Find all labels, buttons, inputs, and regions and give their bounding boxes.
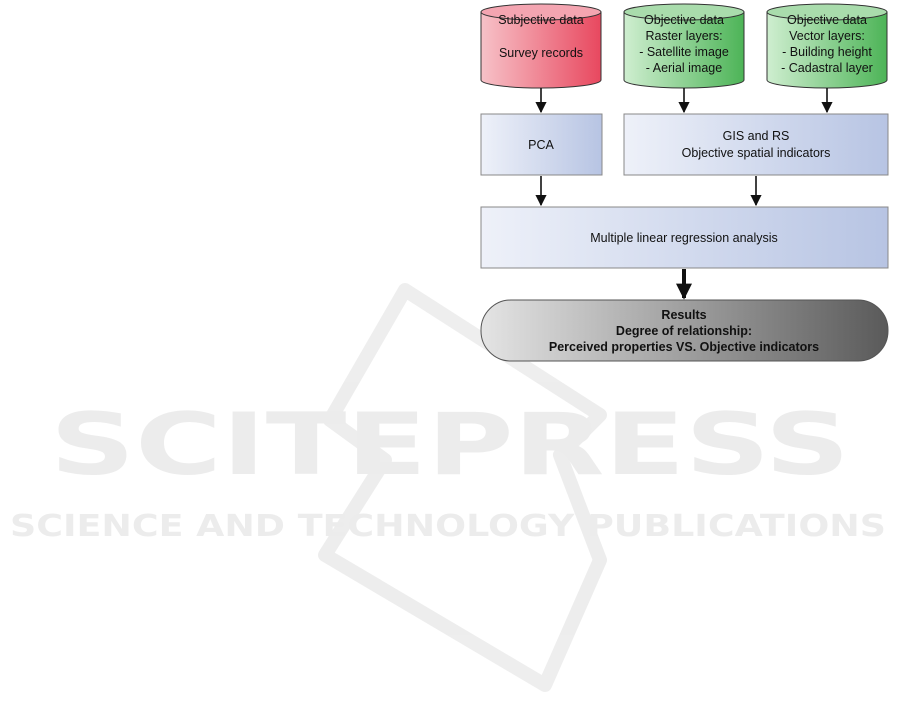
vector-title: Objective data xyxy=(787,13,867,27)
watermark-emblem xyxy=(318,283,607,692)
watermark-brand: SCITEPRESS xyxy=(50,395,850,495)
regression-label: Multiple linear regression analysis xyxy=(590,231,778,245)
vector-line2: - Building height xyxy=(782,45,872,59)
watermark: SCITEPRESS SCIENCE AND TECHNOLOGY PUBLIC… xyxy=(10,283,886,692)
results-line1: Results xyxy=(661,308,706,322)
pca-label: PCA xyxy=(528,138,554,152)
watermark-tagline: SCIENCE AND TECHNOLOGY PUBLICATIONS xyxy=(10,509,886,544)
raster-line2: - Satellite image xyxy=(639,45,729,59)
results-line2: Degree of relationship: xyxy=(616,324,752,338)
subjective-line1: Survey records xyxy=(499,46,583,60)
raster-line3: - Aerial image xyxy=(646,61,722,75)
source-subjective-data: Subjective data Survey records xyxy=(480,3,602,89)
subjective-title: Subjective data xyxy=(498,13,584,27)
results-box: Results Degree of relationship: Perceive… xyxy=(480,299,889,362)
vector-line3: - Cadastral layer xyxy=(781,61,873,75)
gis-line1: GIS and RS xyxy=(723,129,790,143)
pca-box: PCA xyxy=(480,113,603,176)
vector-line1: Vector layers: xyxy=(789,29,865,43)
source-raster-layers: Objective data Raster layers: - Satellit… xyxy=(623,3,745,89)
results-line3: Perceived properties VS. Objective indic… xyxy=(549,340,819,354)
raster-line1: Raster layers: xyxy=(645,29,722,43)
gis-line2: Objective spatial indicators xyxy=(682,146,831,160)
gis-rs-box: GIS and RS Objective spatial indicators xyxy=(623,113,889,176)
raster-title: Objective data xyxy=(644,13,724,27)
source-vector-layers: Objective data Vector layers: - Building… xyxy=(766,3,888,89)
regression-box: Multiple linear regression analysis xyxy=(480,206,889,269)
